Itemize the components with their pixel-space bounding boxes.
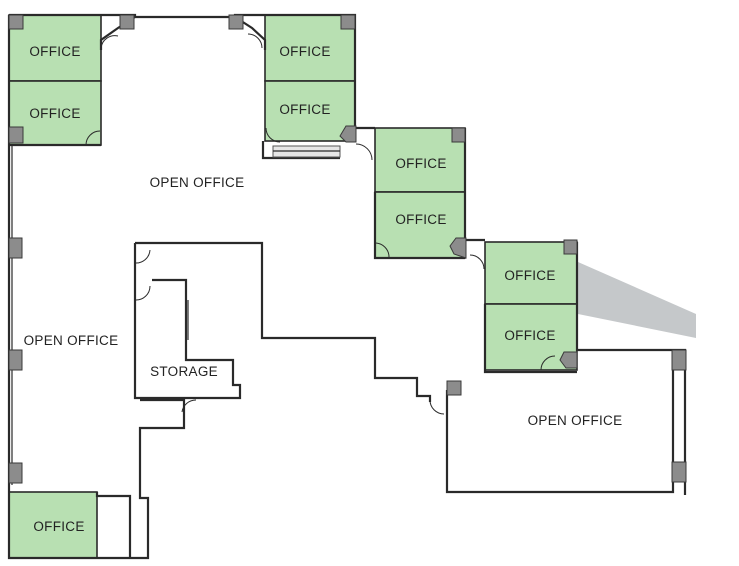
column-marker [119, 14, 135, 30]
columns [8, 14, 687, 484]
office-label: OFFICE [504, 328, 555, 343]
column-marker [8, 126, 24, 144]
column-marker [559, 351, 578, 369]
column-marker [8, 237, 23, 259]
column-marker [340, 14, 356, 30]
doors [85, 33, 556, 415]
office-label: OFFICE [395, 212, 446, 227]
office-label: OFFICE [395, 156, 446, 171]
office-label: OFFICE [279, 102, 330, 117]
column-marker [8, 349, 23, 371]
column-marker [446, 380, 462, 396]
room-labels: OFFICE OFFICE OFFICE OFFICE OFFICE OFFIC… [24, 44, 623, 534]
office-label: OFFICE [29, 106, 80, 121]
office-label: OFFICE [279, 44, 330, 59]
column-marker [671, 349, 687, 371]
column-marker [563, 239, 578, 255]
view-cone [578, 262, 696, 338]
column-marker [228, 14, 244, 30]
office-room-1 [8, 14, 102, 82]
column-marker [449, 237, 467, 259]
office-room-2 [8, 80, 102, 146]
open-office-label: OPEN OFFICE [24, 333, 119, 348]
column-marker [8, 14, 24, 30]
column-marker [451, 127, 466, 143]
office-label: OFFICE [29, 44, 80, 59]
column-marker [339, 125, 357, 143]
office-rooms [8, 14, 578, 559]
storage-label: STORAGE [150, 364, 218, 379]
column-marker [671, 461, 687, 483]
office-label: OFFICE [504, 268, 555, 283]
office-label: OFFICE [33, 519, 84, 534]
open-office-label: OPEN OFFICE [150, 175, 245, 190]
open-office-label: OPEN OFFICE [528, 413, 623, 428]
column-marker [8, 462, 23, 484]
